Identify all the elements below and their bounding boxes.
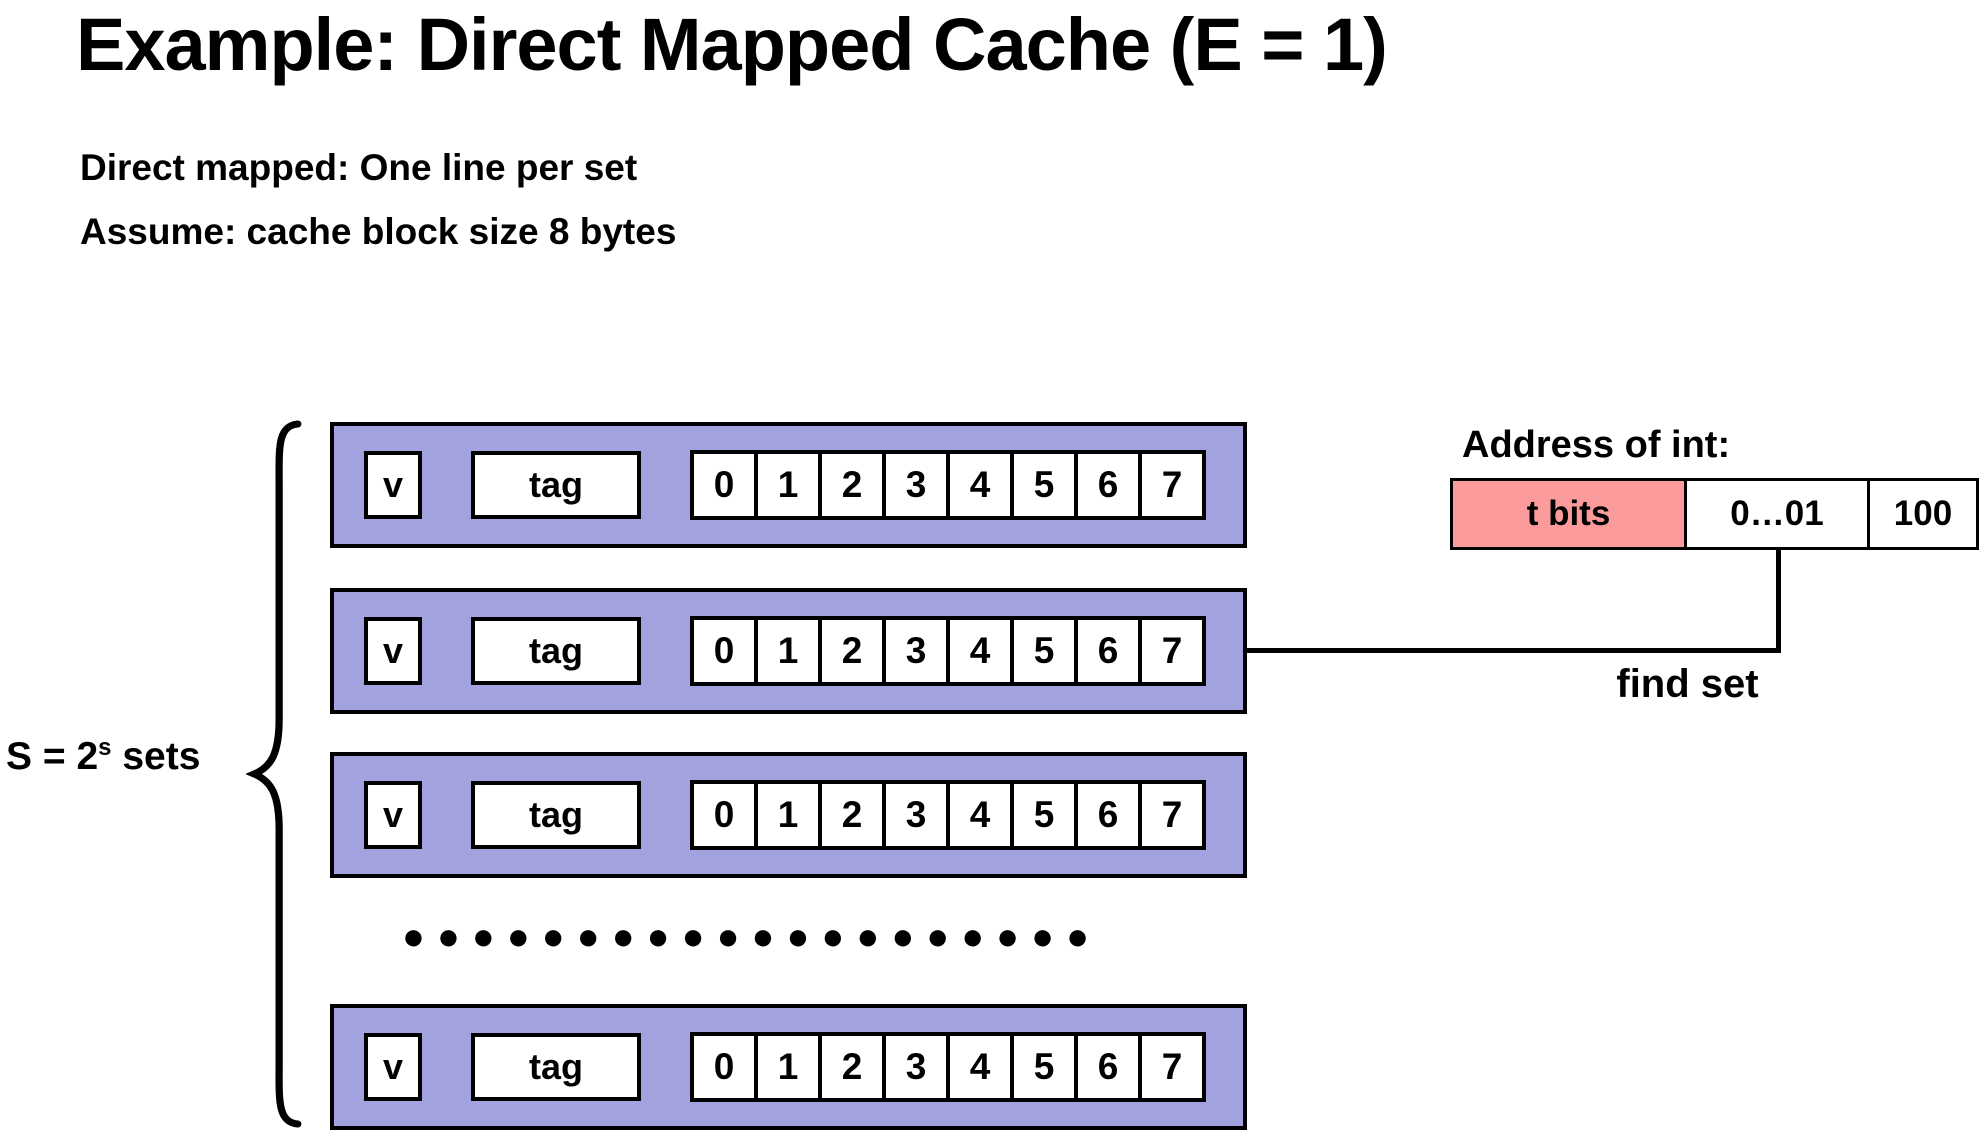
block-byte-cell: 7 — [1138, 616, 1206, 686]
valid-bit-box: v — [364, 1033, 422, 1101]
block-byte-cell: 1 — [754, 450, 822, 520]
find-set-connector-vertical — [1776, 550, 1781, 652]
cache-block-bytes: 0 1 2 3 4 5 6 7 — [690, 1032, 1206, 1102]
sets-label-suffix: sets — [111, 735, 201, 778]
slide-title: Example: Direct Mapped Cache (E = 1) — [76, 3, 1388, 86]
subtitle-line-1: Direct mapped: One line per set — [80, 147, 638, 188]
block-byte-cell: 2 — [818, 616, 886, 686]
block-byte-cell: 6 — [1074, 1032, 1142, 1102]
block-byte-cell: 5 — [1010, 1032, 1078, 1102]
block-byte-cell: 4 — [946, 616, 1014, 686]
address-field-block-offset: 100 — [1867, 478, 1979, 550]
block-byte-cell: 4 — [946, 1032, 1014, 1102]
block-byte-cell: 2 — [818, 1032, 886, 1102]
block-byte-cell: 7 — [1138, 1032, 1206, 1102]
address-label: Address of int: — [1462, 424, 1731, 466]
block-byte-cell: 3 — [882, 1032, 950, 1102]
cache-set-row-3: v tag 0 1 2 3 4 5 6 7 — [330, 752, 1247, 878]
block-byte-cell: 4 — [946, 780, 1014, 850]
find-set-connector-horizontal — [1247, 648, 1781, 653]
subtitle-line-2: Assume: cache block size 8 bytes — [80, 211, 677, 252]
block-byte-cell: 2 — [818, 450, 886, 520]
block-byte-cell: 0 — [690, 450, 758, 520]
address-field-tbits: t bits — [1450, 478, 1687, 550]
sets-label-superscript: s — [98, 734, 112, 761]
block-byte-cell: 7 — [1138, 780, 1206, 850]
block-byte-cell: 6 — [1074, 616, 1142, 686]
block-byte-cell: 6 — [1074, 780, 1142, 850]
block-byte-cell: 5 — [1010, 780, 1078, 850]
slide-subtitle: Direct mapped: One line per set Assume: … — [80, 136, 676, 264]
sets-label-prefix: S = 2 — [6, 735, 99, 778]
sets-count-label: S = 2s sets — [6, 734, 200, 779]
block-byte-cell: 2 — [818, 780, 886, 850]
block-byte-cell: 4 — [946, 450, 1014, 520]
block-byte-cell: 1 — [754, 616, 822, 686]
block-byte-cell: 7 — [1138, 450, 1206, 520]
block-byte-cell: 5 — [1010, 450, 1078, 520]
valid-bit-box: v — [364, 451, 422, 519]
cache-set-row-2: v tag 0 1 2 3 4 5 6 7 — [330, 588, 1247, 714]
block-byte-cell: 3 — [882, 450, 950, 520]
valid-bit-box: v — [364, 781, 422, 849]
tag-box: tag — [471, 617, 641, 685]
cache-set-row-1: v tag 0 1 2 3 4 5 6 7 — [330, 422, 1247, 548]
block-byte-cell: 1 — [754, 780, 822, 850]
address-box: t bits 0…01 100 — [1450, 478, 1979, 550]
cache-block-bytes: 0 1 2 3 4 5 6 7 — [690, 616, 1206, 686]
block-byte-cell: 5 — [1010, 616, 1078, 686]
cache-set-row-4: v tag 0 1 2 3 4 5 6 7 — [330, 1004, 1247, 1130]
block-byte-cell: 1 — [754, 1032, 822, 1102]
block-byte-cell: 6 — [1074, 450, 1142, 520]
tag-box: tag — [471, 1033, 641, 1101]
find-set-label: find set — [1616, 662, 1759, 706]
valid-bit-box: v — [364, 617, 422, 685]
block-byte-cell: 3 — [882, 780, 950, 850]
tag-box: tag — [471, 781, 641, 849]
tag-box: tag — [471, 451, 641, 519]
block-byte-cell: 0 — [690, 780, 758, 850]
cache-block-bytes: 0 1 2 3 4 5 6 7 — [690, 450, 1206, 520]
cache-block-bytes: 0 1 2 3 4 5 6 7 — [690, 780, 1206, 850]
sets-brace — [246, 420, 302, 1128]
address-field-set-index: 0…01 — [1684, 478, 1870, 550]
block-byte-cell: 3 — [882, 616, 950, 686]
more-sets-ellipsis: ●●●●●●●●●●●●●●●●●●●● — [402, 916, 1102, 958]
block-byte-cell: 0 — [690, 1032, 758, 1102]
block-byte-cell: 0 — [690, 616, 758, 686]
